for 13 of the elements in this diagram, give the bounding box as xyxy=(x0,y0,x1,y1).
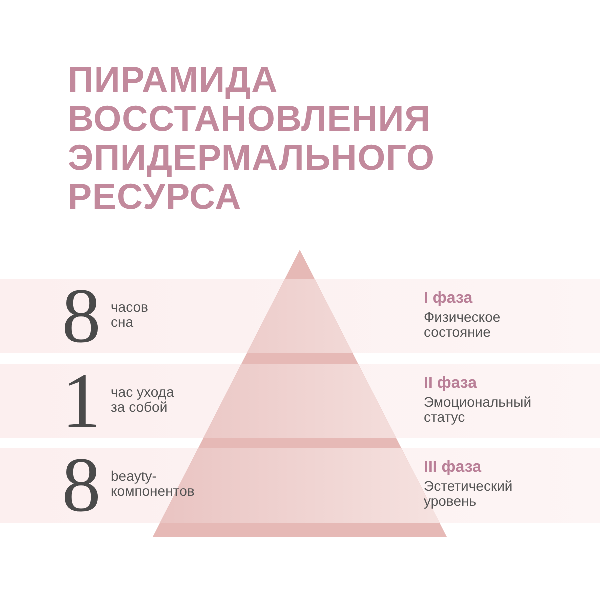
count-number: 8 xyxy=(62,285,101,348)
phase-description: Эстетический уровень xyxy=(424,479,514,509)
count-number: 1 xyxy=(62,370,101,432)
count-caption: beayty-компонентов xyxy=(111,469,196,499)
phase-heading: II фаза xyxy=(424,375,478,393)
count-number: 8 xyxy=(62,454,101,516)
phase-description: Эмоциональный статус xyxy=(424,395,533,425)
phase-description: Физическое состояние xyxy=(424,310,502,340)
count-caption: час ухода за собой xyxy=(111,385,176,415)
phase-heading: III фаза xyxy=(424,459,482,477)
phase-heading: I фаза xyxy=(424,290,473,308)
title: ПИРАМИДА ВОССТАНОВЛЕНИЯ ЭПИДЕРМАЛЬНОГО РЕСУРСА xyxy=(68,60,436,216)
count-caption: часов сна xyxy=(111,300,150,330)
